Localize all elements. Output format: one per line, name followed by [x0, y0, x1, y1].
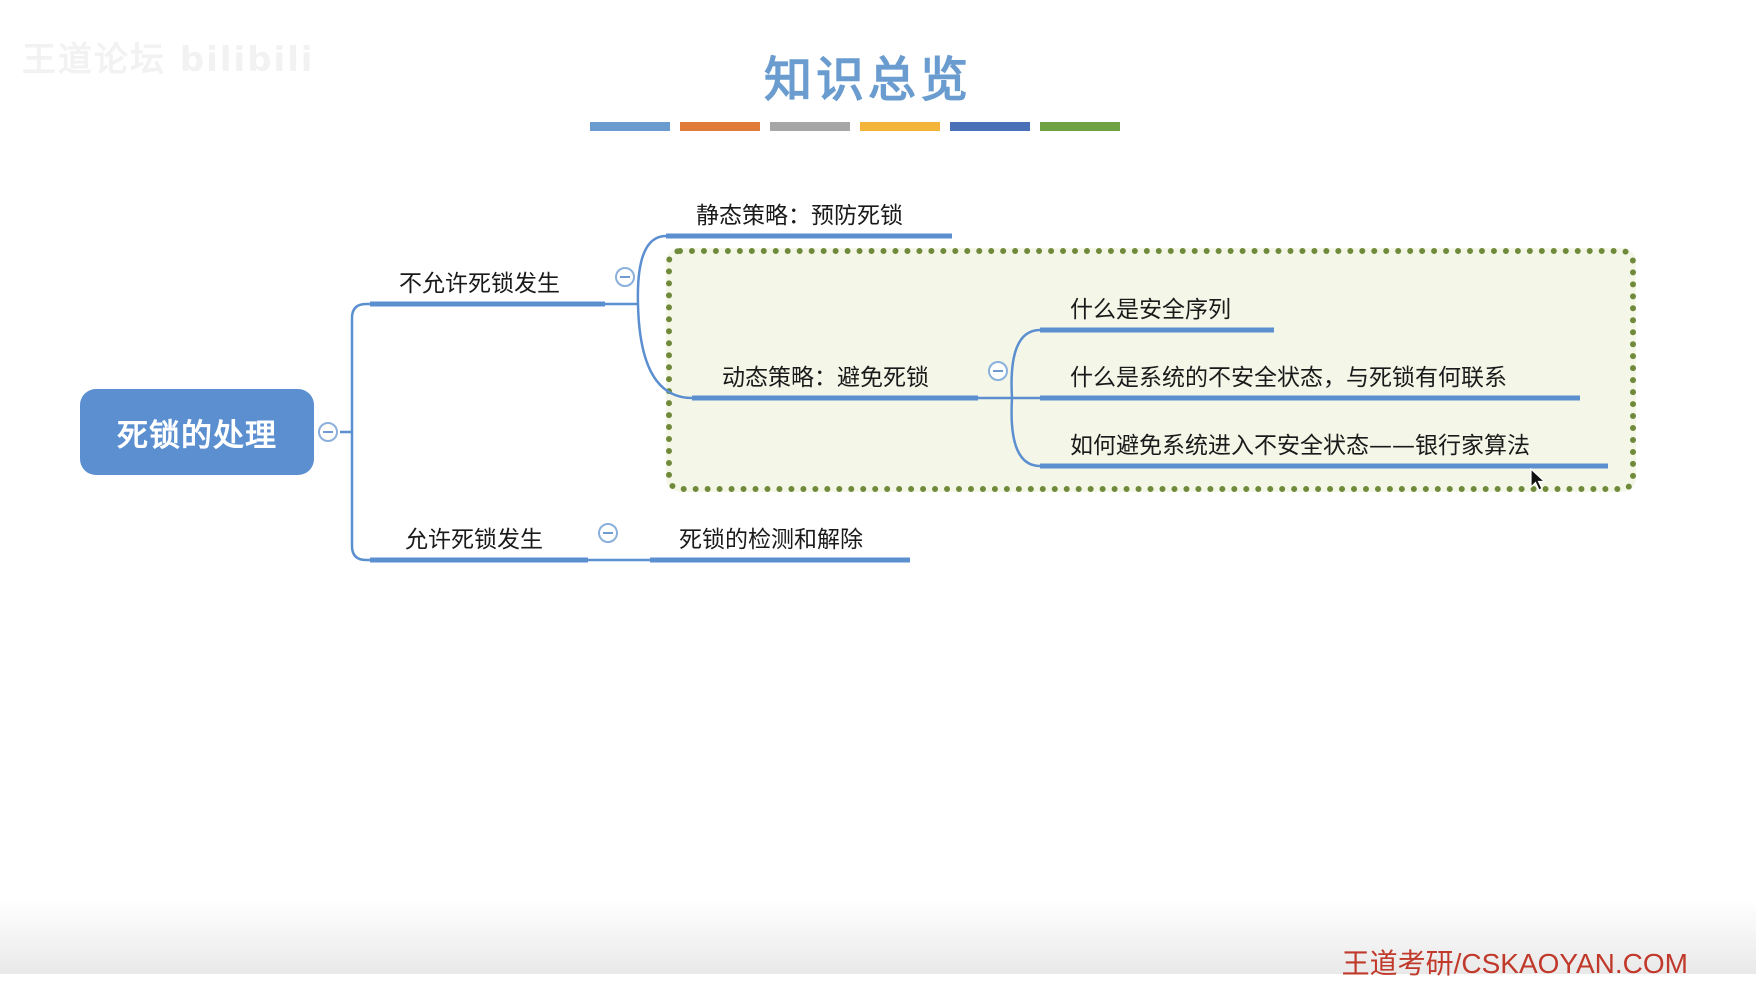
footer-brand-text: 王道考研/CSKAOYAN.COM [1341, 948, 1688, 979]
connector-to-dynamic [636, 303, 693, 400]
leaf-unsafe-state-label[interactable]: 什么是系统的不安全状态，与死锁有何联系 [1070, 365, 1507, 391]
leaf-detect-recover-label[interactable]: 死锁的检测和解除 [679, 527, 863, 553]
connector-to-static [636, 234, 667, 305]
branch-disallow-label[interactable]: 不允许死锁发生 [399, 271, 560, 297]
branch-static-label[interactable]: 静态策略：预防死锁 [696, 203, 903, 229]
footer-bar [0, 900, 1756, 974]
watermark-logo: 王道论坛 bilibili [22, 40, 315, 80]
color-bar-3 [770, 122, 850, 131]
connector-to-safe-seq [1010, 328, 1041, 399]
color-bar-6 [1040, 122, 1120, 131]
leaf-bankers-algorithm-label[interactable]: 如何避免系统进入不安全状态——银行家算法 [1070, 433, 1530, 459]
branch-allow-label[interactable]: 允许死锁发生 [405, 527, 543, 553]
connector-root-disallow [350, 302, 370, 432]
color-bar-2 [680, 122, 760, 131]
color-bar-5 [950, 122, 1030, 131]
branch-dynamic-label[interactable]: 动态策略：避免死锁 [722, 365, 929, 391]
leaf-safe-sequence-label[interactable]: 什么是安全序列 [1070, 297, 1231, 323]
mouse-cursor-icon [1530, 468, 1546, 491]
dynamic-collapse-icon[interactable] [988, 361, 1008, 381]
color-bar-4 [860, 122, 940, 131]
dynamic-strategy-highlight-frame [666, 248, 1636, 492]
color-bar-1 [590, 122, 670, 131]
connector-to-avoid [1010, 397, 1041, 468]
connector-root-allow [350, 432, 370, 562]
root-collapse-icon[interactable] [318, 422, 338, 442]
disallow-collapse-icon[interactable] [615, 267, 635, 287]
page-title: 知识总览 [763, 52, 972, 108]
allow-collapse-icon[interactable] [598, 523, 618, 543]
root-node[interactable]: 死锁的处理 [80, 389, 314, 475]
